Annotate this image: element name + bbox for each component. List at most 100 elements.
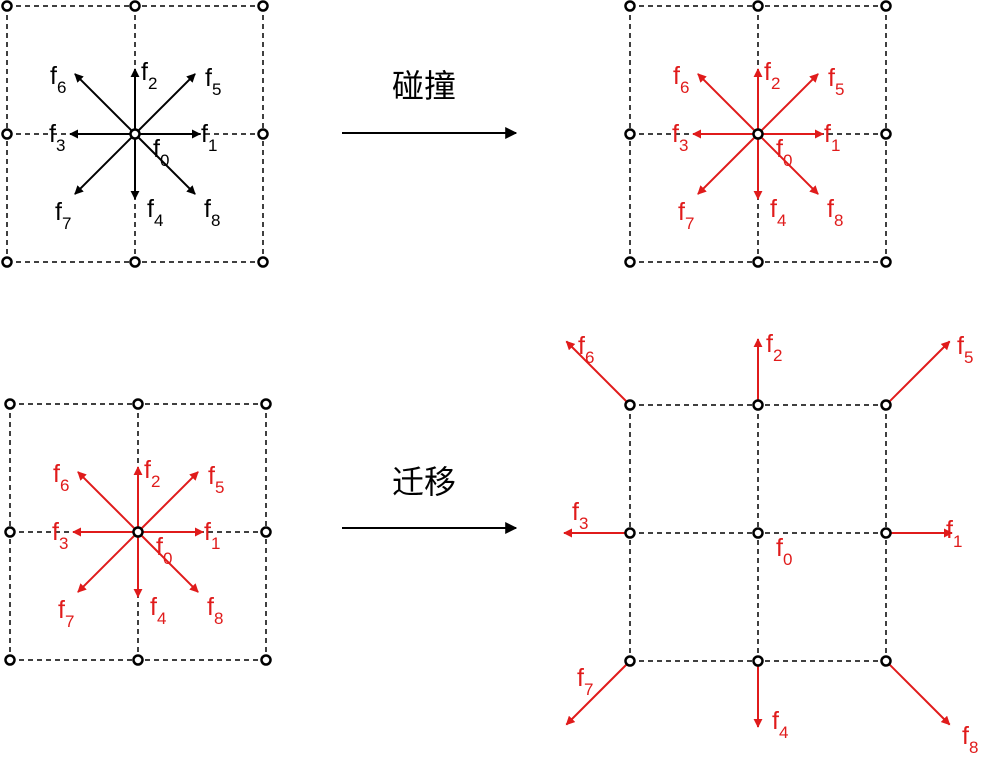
- label-f2: f2: [766, 330, 782, 365]
- label-f8-subscript: 8: [214, 609, 223, 628]
- lattice-node: [752, 527, 764, 539]
- lattice-node: [752, 399, 764, 411]
- label-f3: f3: [672, 120, 688, 155]
- label-f6: f6: [673, 62, 689, 97]
- lattice-node: [880, 655, 892, 667]
- label-f7: f7: [55, 198, 71, 233]
- label-f5-base: f: [957, 332, 964, 360]
- label-f4: f4: [147, 195, 163, 230]
- label-f0: f0: [156, 533, 172, 568]
- label-f2-subscript: 2: [773, 346, 782, 365]
- label-f0: f0: [776, 534, 792, 569]
- label-f8-base: f: [827, 195, 834, 223]
- label-f2-base: f: [766, 330, 773, 358]
- label-f7: f7: [678, 198, 694, 233]
- lattice-node: [132, 654, 144, 666]
- label-f0-subscript: 0: [163, 549, 172, 568]
- label-f6-subscript: 6: [585, 348, 594, 367]
- label-f2-subscript: 2: [771, 74, 780, 93]
- lattice-node: [880, 527, 892, 539]
- label-f7-subscript: 7: [62, 214, 71, 233]
- label-f8: f8: [204, 195, 220, 230]
- label-f1-subscript: 1: [831, 136, 840, 155]
- label-f2: f2: [144, 456, 160, 491]
- label-f6: f6: [578, 332, 594, 367]
- lattice-node: [257, 0, 269, 12]
- label-f8: f8: [962, 722, 978, 757]
- label-f4-base: f: [150, 593, 157, 621]
- label-f7-subscript: 7: [584, 680, 593, 699]
- lattice-node: [624, 256, 636, 268]
- lattice-node: [624, 527, 636, 539]
- lattice-node: [260, 398, 272, 410]
- label-f4: f4: [770, 195, 786, 230]
- label-f0-base: f: [156, 533, 163, 561]
- label-f7: f7: [58, 596, 74, 631]
- label-f3-base: f: [672, 120, 679, 148]
- lattice-node: [1, 128, 13, 140]
- streaming-step: 迁移: [342, 464, 518, 534]
- label-f3-subscript: 3: [679, 136, 688, 155]
- label-f5: f5: [205, 64, 221, 99]
- lattice-node: [4, 398, 16, 410]
- label-f6-base: f: [53, 460, 60, 488]
- label-f2: f2: [764, 58, 780, 93]
- label-f8-subscript: 8: [834, 211, 843, 230]
- label-f6-base: f: [50, 62, 57, 90]
- lattice-node: [624, 399, 636, 411]
- lattice-node: [624, 655, 636, 667]
- label-f0-base: f: [153, 135, 160, 163]
- label-f1: f1: [204, 518, 220, 553]
- label-f3-base: f: [572, 498, 579, 526]
- arrow-f5: [134, 73, 196, 135]
- lattice-node: [624, 0, 636, 12]
- arrow-f8: [137, 531, 199, 593]
- arrow-f5: [885, 340, 951, 406]
- label-f1-subscript: 1: [208, 136, 217, 155]
- label-f6: f6: [50, 62, 66, 97]
- label-f3: f3: [49, 120, 65, 155]
- label-f5-subscript: 5: [964, 348, 973, 367]
- label-f0-base: f: [776, 534, 783, 562]
- label-f3-subscript: 3: [56, 136, 65, 155]
- label-f5-base: f: [205, 64, 212, 92]
- label-f1: f1: [824, 120, 840, 155]
- lattice-node: [257, 128, 269, 140]
- lattice-node: [257, 256, 269, 268]
- label-f7-base: f: [577, 664, 584, 692]
- lattice-node: [880, 399, 892, 411]
- arrow-f6: [697, 73, 759, 135]
- lattice-node: [4, 654, 16, 666]
- lattice-node: [624, 128, 636, 140]
- label-f7-base: f: [58, 596, 65, 624]
- arrow-f6: [74, 73, 136, 135]
- arrow-f8: [885, 660, 951, 726]
- label-f0-subscript: 0: [783, 151, 792, 170]
- label-f8-subscript: 8: [211, 211, 220, 230]
- label-f1: f1: [201, 120, 217, 155]
- label-f5: f5: [957, 332, 973, 367]
- label-f5-subscript: 5: [835, 80, 844, 99]
- label-f6-base: f: [578, 332, 585, 360]
- label-f2-base: f: [141, 58, 148, 86]
- label-f1-base: f: [204, 518, 211, 546]
- label-f0: f0: [776, 135, 792, 170]
- label-f0: f0: [153, 135, 169, 170]
- label-f2-base: f: [764, 58, 771, 86]
- label-f7-subscript: 7: [65, 612, 74, 631]
- label-f6-subscript: 6: [680, 78, 689, 97]
- label-f4-subscript: 4: [777, 211, 786, 230]
- label-f7-subscript: 7: [685, 214, 694, 233]
- label-f3-subscript: 3: [59, 534, 68, 553]
- arrow-f6: [565, 340, 631, 406]
- lattice-node: [129, 128, 141, 140]
- arrow-f5: [757, 73, 819, 135]
- lattice-node: [752, 655, 764, 667]
- arrow-f7: [697, 133, 759, 195]
- label-f6-base: f: [673, 62, 680, 90]
- lattice-node: [752, 128, 764, 140]
- streaming-step-label: 迁移: [392, 464, 456, 500]
- label-f2: f2: [141, 58, 157, 93]
